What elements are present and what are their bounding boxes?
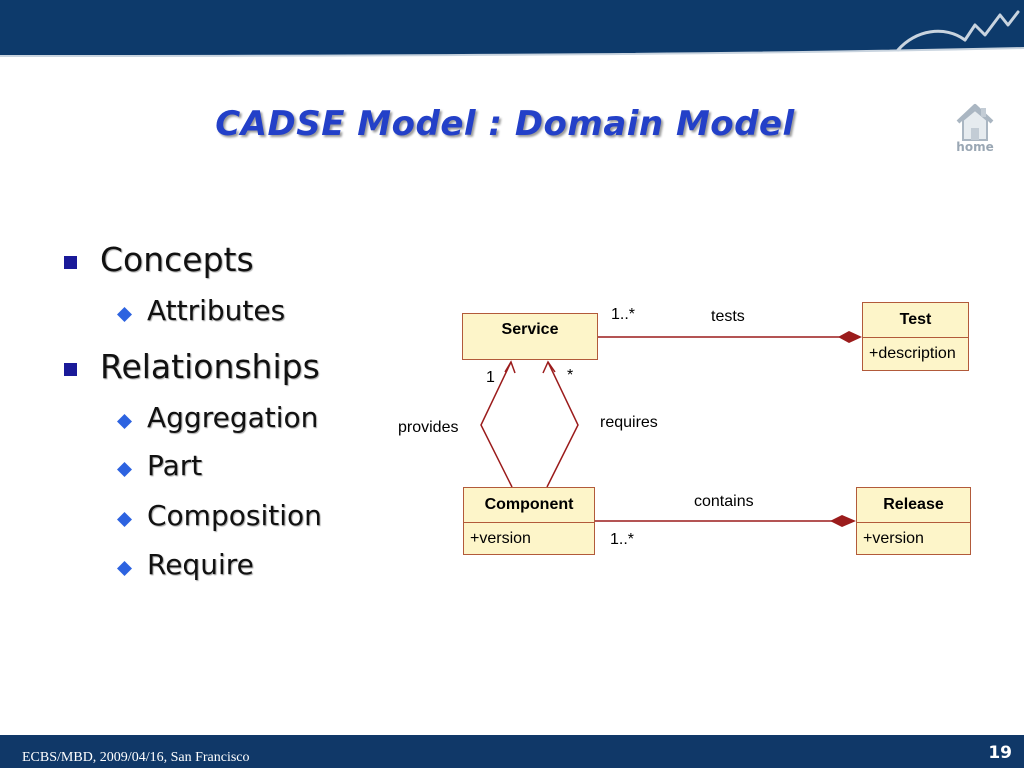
bullet-require: Require xyxy=(147,548,254,581)
bullet-composition: Composition xyxy=(147,499,322,532)
header-swoosh-decoration xyxy=(896,10,1020,52)
requires-arrowhead xyxy=(542,360,556,374)
header-band xyxy=(0,0,1024,57)
home-label: home xyxy=(956,140,994,154)
requires-label: requires xyxy=(600,414,658,431)
class-name-release: Release xyxy=(883,496,944,513)
class-name-test: Test xyxy=(899,311,932,328)
provides-arrowhead xyxy=(504,360,516,374)
class-attr-release: +version xyxy=(857,522,970,554)
requires-multiplicity: * xyxy=(567,367,574,384)
contains-composition-diamond xyxy=(830,515,856,527)
provides-label: provides xyxy=(398,419,459,436)
bullet-part: Part xyxy=(147,449,203,482)
bullet-concepts: Concepts xyxy=(100,240,254,279)
bullet-aggregation: Aggregation xyxy=(147,401,319,434)
bullet-diamond-icon xyxy=(117,414,132,429)
uml-class-service: Service xyxy=(462,313,598,360)
contains-label: contains xyxy=(694,493,754,510)
page-number: 19 xyxy=(988,743,1012,763)
provides-multiplicity: 1 xyxy=(486,369,495,386)
uml-class-release: Release +version xyxy=(856,487,971,555)
class-name-component: Component xyxy=(484,496,574,513)
bullet-square-icon xyxy=(64,363,77,376)
bullet-diamond-icon xyxy=(117,512,132,527)
tests-composition-diamond xyxy=(838,331,862,343)
bullet-attributes: Attributes xyxy=(147,294,286,327)
bullet-diamond-icon xyxy=(117,561,132,576)
tests-multiplicity: 1..* xyxy=(611,306,636,323)
bullet-square-icon xyxy=(64,256,77,269)
footer-text: ECBS/MBD, 2009/04/16, San Francisco xyxy=(22,750,250,765)
bullet-relationships: Relationships xyxy=(100,347,320,386)
uml-class-component: Component +version xyxy=(463,487,595,555)
requires-association-line xyxy=(546,361,579,488)
class-attr-component: +version xyxy=(464,522,594,554)
home-icon xyxy=(956,104,994,141)
uml-class-test: Test +description xyxy=(862,302,969,371)
tests-label: tests xyxy=(711,308,745,325)
contains-multiplicity: 1..* xyxy=(610,531,635,548)
slide-title: CADSE Model : Domain Model xyxy=(215,104,795,144)
bullet-diamond-icon xyxy=(117,307,132,322)
class-name-service: Service xyxy=(501,321,559,338)
class-attr-test: +description xyxy=(863,337,968,370)
home-button[interactable]: home xyxy=(950,100,1000,156)
footer-bar: ECBS/MBD, 2009/04/16, San Francisco 19 xyxy=(0,735,1024,768)
bullet-diamond-icon xyxy=(117,462,132,477)
